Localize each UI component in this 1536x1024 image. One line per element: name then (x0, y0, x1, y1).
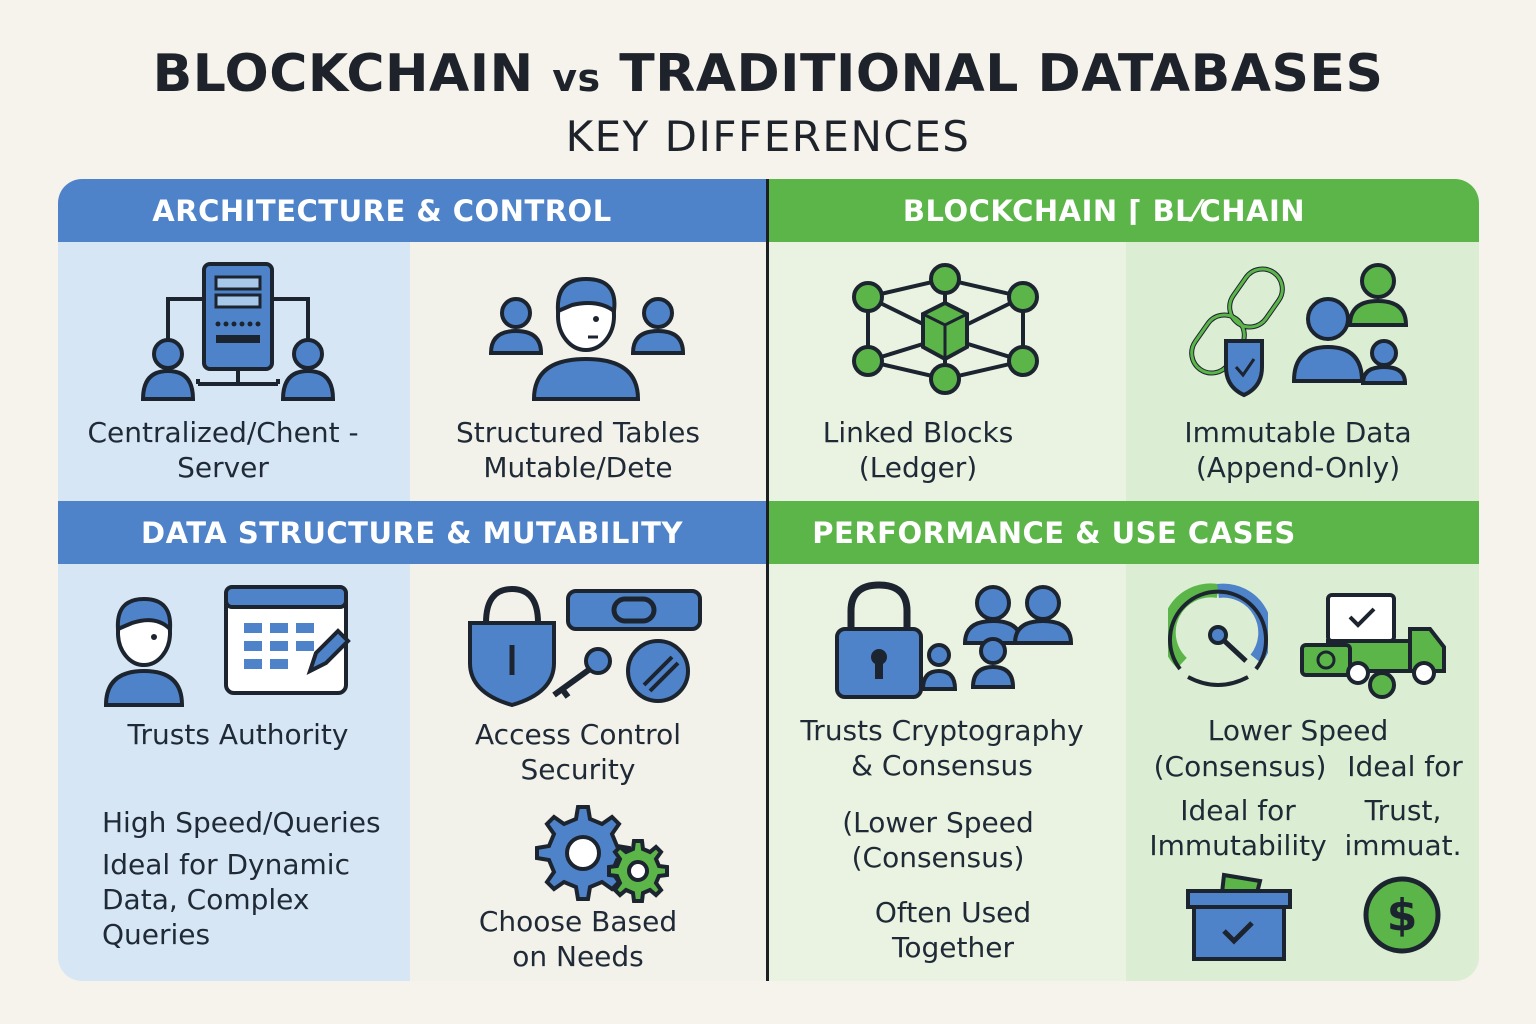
label-often-used: Often Used Together (818, 895, 1088, 965)
label-linked-line2: (Ledger) (858, 451, 978, 484)
label-trusts-crypto: Trusts Cryptography & Consensus (782, 713, 1102, 783)
label-trusts-authority: Trusts Authority (127, 718, 349, 751)
center-divider (766, 179, 769, 981)
label-ideal-immutability: Ideal for Immutability (1138, 793, 1338, 863)
blockchain-network-icon (843, 259, 1048, 404)
label-ideal-imm-line1: Ideal for (1180, 794, 1296, 827)
label-immutable-line2: (Append-Only) (1195, 451, 1401, 484)
label-lower-speed-mid-line1: (Lower Speed (842, 806, 1034, 839)
label-centralized: Centralized/Chent - Server (58, 415, 388, 485)
band-performance: PERFORMANCE & USE CASES (769, 501, 1479, 564)
label-access-line1: Access Control (475, 718, 681, 751)
label-structured-line1: Structured Tables (456, 416, 700, 449)
label-ideal-dynamic-line1: Ideal for Dynamic (102, 848, 350, 881)
server-network-icon (138, 259, 338, 404)
chain-users-icon (1188, 259, 1413, 404)
security-tools-icon (466, 583, 706, 708)
speed-gauge-icon (1168, 583, 1268, 693)
label-often-line2: Together (892, 931, 1014, 964)
label-trusts-crypto-line1: Trusts Cryptography (800, 714, 1084, 747)
label-trust-line1: Trust, (1364, 794, 1442, 827)
dollar-coin-icon: $ (1362, 875, 1442, 955)
label-linked-line1: Linked Blocks (822, 416, 1014, 449)
user-calendar-icon (102, 583, 352, 708)
comparison-board: ARCHITECTURE & CONTROL BLOCKCHAIN ⌈ BL⁄C… (58, 179, 1479, 981)
label-high-speed: High Speed/Queries (102, 806, 381, 839)
label-trusts-crypto-line2: & Consensus (851, 749, 1033, 782)
label-choose-line2: on Needs (512, 940, 644, 973)
label-ideal-dynamic: Ideal for Dynamic Data, Complex Queries (102, 847, 402, 952)
label-choose-line1: Choose Based (478, 905, 678, 938)
label-ideal-dynamic-line3: Queries (102, 918, 211, 951)
label-trust-line2: immuat. (1344, 829, 1462, 862)
band-blockchain: BLOCKCHAIN ⌈ BL⁄CHAIN (769, 179, 1479, 242)
label-ideal-dynamic-line2: Data, Complex (102, 883, 310, 916)
label-linked: Linked Blocks (Ledger) (778, 415, 1058, 485)
label-access-line2: Security (520, 753, 636, 786)
users-group-icon (486, 261, 686, 406)
label-ideal-for-right: Ideal for (1347, 750, 1463, 783)
label-lower-speed-mid: (Lower Speed (Consensus) (798, 805, 1078, 875)
label-trust-immuat: Trust, immuat. (1338, 793, 1468, 863)
label-lower-speed-mid-line2: (Consensus) (851, 841, 1025, 874)
title-part1: BLOCKCHAIN (152, 44, 534, 104)
title-part2: TRADITIONAL DATABASES (619, 44, 1384, 104)
label-ideal-imm-line2: Immutability (1149, 829, 1327, 862)
ballot-box-icon (1184, 871, 1294, 963)
page-subtitle: KEY DIFFERENCES (565, 112, 971, 161)
page-title: BLOCKCHAIN vs TRADITIONAL DATABASES (0, 44, 1536, 104)
label-centralized-line1: Centralized/Chent - (87, 416, 359, 449)
label-immutable-line1: Immutable Data (1184, 416, 1412, 449)
label-immutable: Immutable Data (Append-Only) (1138, 415, 1458, 485)
label-choose: Choose Based on Needs (428, 904, 728, 974)
delivery-truck-icon (1298, 591, 1448, 701)
band-data-structure: DATA STRUCTURE & MUTABILITY (58, 501, 766, 564)
label-access-control: Access Control Security (428, 717, 728, 787)
label-structured-line2: Mutable/Dete (483, 451, 673, 484)
title-vs: vs (552, 56, 601, 100)
svg-text:$: $ (1387, 890, 1418, 941)
band-architecture: ARCHITECTURE & CONTROL (58, 179, 766, 242)
label-centralized-line2: Server (177, 451, 269, 484)
label-consensus-right: (Consensus) (1153, 750, 1327, 783)
gears-icon (530, 803, 670, 903)
label-lower-speed-right: Lower Speed (1207, 714, 1389, 747)
label-structured: Structured Tables Mutable/Dete (418, 415, 738, 485)
padlock-users-icon (833, 581, 1073, 701)
label-often-line1: Often Used (874, 896, 1032, 929)
